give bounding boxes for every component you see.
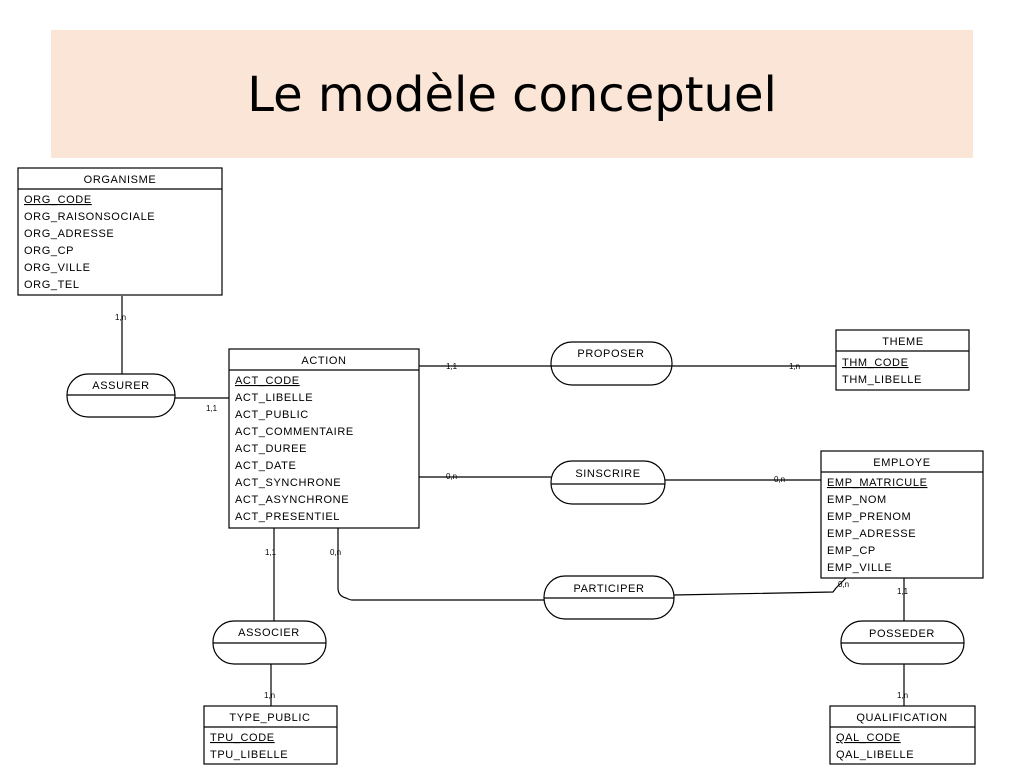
entity-qualification: QUALIFICATION QAL_CODE QAL_LIBELLE: [829, 705, 976, 765]
entity-action-attr: ACT_ASYNCHRONE: [235, 494, 349, 506]
entity-employe-attr: EMP_VILLE: [827, 562, 892, 574]
entity-type-public-attr: TPU_LIBELLE: [210, 749, 288, 761]
relation-participer: PARTICIPER: [543, 575, 675, 620]
entity-organisme-attr: ORG_RAISONSOCIALE: [24, 211, 155, 223]
entity-qualification-attr: QAL_LIBELLE: [836, 749, 914, 761]
entity-employe-attr: EMP_ADRESSE: [827, 528, 916, 540]
entity-organisme-name: ORGANISME: [84, 174, 157, 186]
relation-sinscrire: SINSCRIRE: [550, 460, 666, 505]
entity-organisme-attr: ORG_TEL: [24, 279, 80, 291]
card-action-participer: 0,n: [330, 548, 341, 557]
entity-employe-attr: EMP_PRENOM: [827, 511, 911, 523]
relation-posseder-label: POSSEDER: [869, 628, 935, 640]
entity-organisme-key: ORG_CODE: [24, 194, 92, 206]
entity-organisme-attr: ORG_VILLE: [24, 262, 91, 274]
entity-type-public-name: TYPE_PUBLIC: [229, 712, 310, 724]
entity-employe-attr: EMP_CP: [827, 545, 876, 557]
entity-action-box: [228, 348, 420, 529]
card-action-sinscrire: 0,n: [446, 472, 457, 481]
card-employe-posseder: 1,1: [897, 587, 909, 596]
entity-action-attr: ACT_PRESENTIEL: [235, 511, 340, 523]
slide-title: Le modèle conceptuel: [247, 67, 777, 123]
card-qualification-posseder: 1,n: [897, 691, 908, 700]
relation-associer: ASSOCIER: [212, 620, 327, 665]
relation-sinscrire-label: SINSCRIRE: [575, 468, 640, 480]
entity-employe-box: [820, 450, 984, 579]
entity-organisme-box: [17, 167, 223, 296]
entity-qualification-key: QAL_CODE: [836, 732, 901, 744]
entity-type-public: TYPE_PUBLIC TPU_CODE TPU_LIBELLE: [203, 705, 338, 765]
entity-action-name: ACTION: [301, 355, 346, 367]
title-bar: Le modèle conceptuel: [51, 30, 973, 158]
entity-action-attr: ACT_SYNCHRONE: [235, 477, 341, 489]
card-action-proposer: 1,1: [446, 362, 458, 371]
entity-organisme-attr: ORG_CP: [24, 245, 74, 257]
entity-type-public-box: [203, 705, 338, 765]
relation-sinscrire-box: [550, 460, 666, 505]
entity-employe-attr: EMP_NOM: [827, 494, 887, 506]
card-action-associer: 1,1: [265, 548, 277, 557]
relationships: ASSURER PROPOSER SINSCRIRE PARTICIPER AS…: [66, 341, 965, 665]
connector-lines: [121, 296, 905, 706]
entity-action-attr: ACT_LIBELLE: [235, 392, 313, 404]
relation-assurer: ASSURER: [66, 373, 176, 418]
entity-theme-attr: THM_LIBELLE: [842, 374, 922, 386]
entity-theme-key: THM_CODE: [842, 357, 909, 369]
relation-participer-label: PARTICIPER: [574, 583, 645, 595]
entity-organisme-attr: ORG_ADRESSE: [24, 228, 114, 240]
cardinality-labels: 1,n 1,1 1,1 1,n 0,n 0,n 1,1 0,n 0,n 1,1 …: [115, 313, 909, 700]
relation-proposer-label: PROPOSER: [577, 348, 644, 360]
entity-organisme: ORGANISME ORG_CODE ORG_RAISONSOCIALE ORG…: [17, 167, 223, 296]
relation-proposer-box: [550, 341, 673, 386]
relation-assurer-label: ASSURER: [92, 380, 149, 392]
entity-theme-name: THEME: [882, 336, 924, 348]
link-participer-employe: [673, 577, 847, 596]
entity-theme-box: [835, 329, 970, 391]
card-employe-sinscrire: 0,n: [774, 475, 785, 484]
card-organisme-assurer: 1,n: [115, 313, 126, 322]
entity-qualification-name: QUALIFICATION: [856, 712, 947, 724]
entity-employe-name: EMPLOYE: [873, 457, 930, 469]
entity-action-key: ACT_CODE: [235, 375, 300, 387]
entity-qualification-box: [829, 705, 976, 765]
relation-posseder: POSSEDER: [840, 620, 965, 665]
card-employe-participer: 0,n: [838, 580, 849, 589]
entity-action-attr: ACT_COMMENTAIRE: [235, 426, 354, 438]
entity-action-attr: ACT_DATE: [235, 460, 296, 472]
link-action-participer: [337, 528, 544, 601]
entity-action-attr: ACT_DUREE: [235, 443, 307, 455]
entities: ORGANISME ORG_CODE ORG_RAISONSOCIALE ORG…: [17, 167, 984, 765]
entity-action: ACTION ACT_CODE ACT_LIBELLE ACT_PUBLIC A…: [228, 348, 420, 529]
entity-theme: THEME THM_CODE THM_LIBELLE: [835, 329, 970, 391]
card-theme-proposer: 1,n: [789, 362, 800, 371]
entity-employe: EMPLOYE EMP_MATRICULE EMP_NOM EMP_PRENOM…: [820, 450, 984, 579]
entity-action-attr: ACT_PUBLIC: [235, 409, 309, 421]
entity-employe-key: EMP_MATRICULE: [827, 477, 928, 489]
relation-associer-label: ASSOCIER: [238, 627, 300, 639]
entity-type-public-key: TPU_CODE: [210, 732, 275, 744]
relation-proposer: PROPOSER: [550, 341, 673, 386]
card-action-assurer: 1,1: [206, 404, 218, 413]
card-typepublic-associer: 1,n: [264, 691, 275, 700]
